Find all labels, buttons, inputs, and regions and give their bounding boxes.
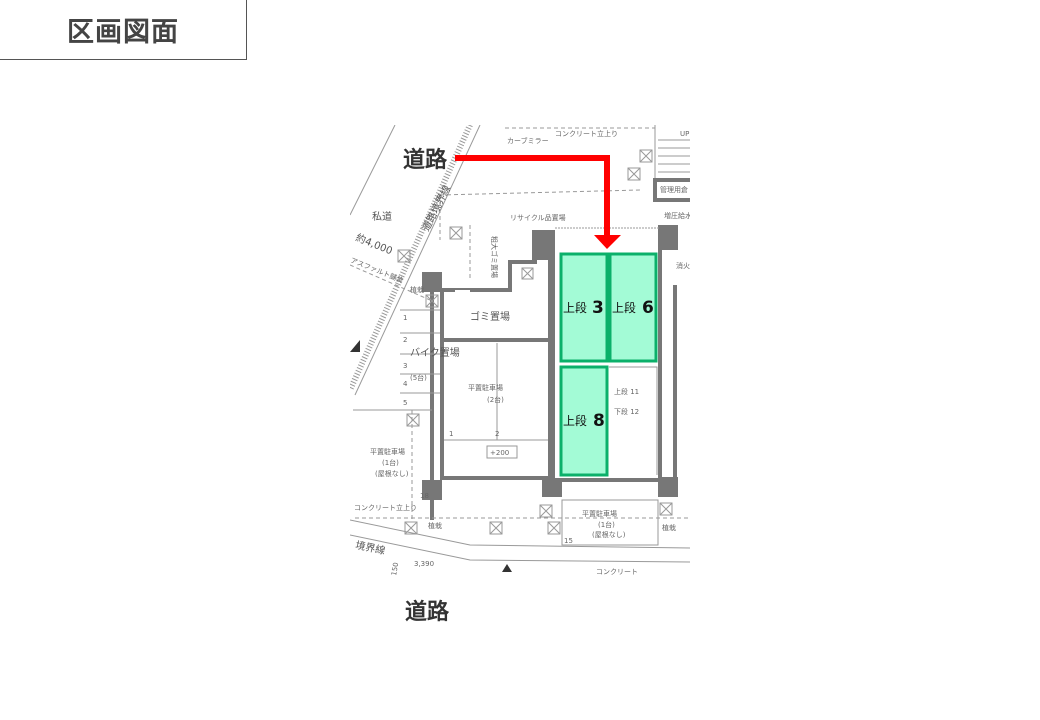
bike-count: (5台)	[410, 373, 427, 382]
private-road-edge	[350, 125, 396, 216]
space-number: 3	[592, 298, 604, 318]
recycle-label: リサイクル品置場	[510, 213, 566, 222]
concrete-top-label: コンクリート立上り	[555, 129, 618, 138]
bulky-trash-label: 粗大ゴミ置場	[490, 236, 499, 278]
equipment-markers	[397, 149, 673, 535]
approx-width-label: 約4,000	[354, 231, 395, 258]
parking-slot-1: 1	[449, 430, 453, 438]
bike-slot-5: 5	[403, 399, 407, 407]
road-bottom-label: 道路	[405, 599, 450, 625]
space-11-label: 上段 11	[614, 387, 639, 396]
flat-parking-bottom-count: (1台)	[598, 520, 615, 529]
bike-slot-3: 3	[403, 362, 407, 370]
planting-label-3: 植栽	[662, 523, 676, 532]
flat-parking-bottom-roof: (屋根なし)	[592, 530, 626, 539]
flat-parking-left-count: (1台)	[382, 458, 399, 467]
parking-space-6[interactable]: 上段 6	[608, 252, 658, 363]
dim-3390: 3,390	[414, 560, 434, 568]
road-boundary-line	[350, 125, 473, 392]
space-12-label: 下段 12	[614, 407, 639, 416]
dim-150: 150	[390, 562, 400, 577]
bike-slot-4: 4	[403, 380, 408, 388]
private-road-label: 私道	[372, 210, 392, 223]
space-number: 8	[593, 411, 605, 431]
up-label: UP	[680, 130, 689, 138]
trash-room-label: ゴミ置場	[470, 310, 510, 323]
concrete-left-label: コンクリート立上り	[354, 503, 417, 512]
flat-parking-2-label: 平置駐車場	[468, 383, 503, 392]
parking-slot-2: 2	[495, 430, 499, 438]
parking-space-3[interactable]: 上段 3	[559, 252, 609, 363]
road-top-label: 道路	[403, 147, 448, 173]
flat-parking-2-count: (2台)	[487, 395, 504, 404]
flat-parking-bottom-label: 平置駐車場	[582, 509, 617, 518]
route-arrow	[455, 155, 621, 249]
parking-slot-18: 18	[420, 492, 429, 500]
planting-label-2: 植栽	[428, 521, 442, 530]
pump-label: 増圧給水ポンプ	[664, 211, 713, 220]
parking-space-8[interactable]: 上段 8	[559, 365, 609, 477]
concrete-label: コンクリート	[596, 568, 638, 576]
arrow-head-icon	[594, 235, 621, 249]
planting-label: 植栽	[410, 285, 424, 294]
space-level-label: 上段	[612, 300, 636, 315]
boundary-label: 境界線	[354, 538, 386, 557]
bike-slot-1: 1	[403, 314, 407, 322]
parking-slot-15: 15	[564, 537, 573, 545]
page-title: 区画図面	[0, 0, 247, 60]
bike-slot-2: 2	[403, 336, 407, 344]
flat-parking-left-roof: (屋根なし)	[375, 469, 409, 478]
space-level-label: 上段	[563, 300, 587, 315]
flat-parking-left-label: 平置駐車場	[370, 447, 405, 456]
floor-plan: 私道 道路境界線 約4,000 アスファルト舗装 カーブミラー コンクリート立上…	[349, 125, 713, 577]
space-level-label: 上段	[563, 413, 587, 428]
road-boundary-label: 道路境界線	[419, 183, 453, 233]
bike-label: バイク置場	[410, 346, 460, 359]
level-label: +200	[490, 449, 509, 457]
asphalt-label: アスファルト舗装	[349, 256, 404, 285]
space-number: 6	[642, 298, 654, 318]
curve-mirror-label: カーブミラー	[507, 136, 549, 145]
management-label: 管理用倉	[660, 185, 688, 194]
fire-pump-label: 消火ポンプ	[676, 261, 711, 270]
